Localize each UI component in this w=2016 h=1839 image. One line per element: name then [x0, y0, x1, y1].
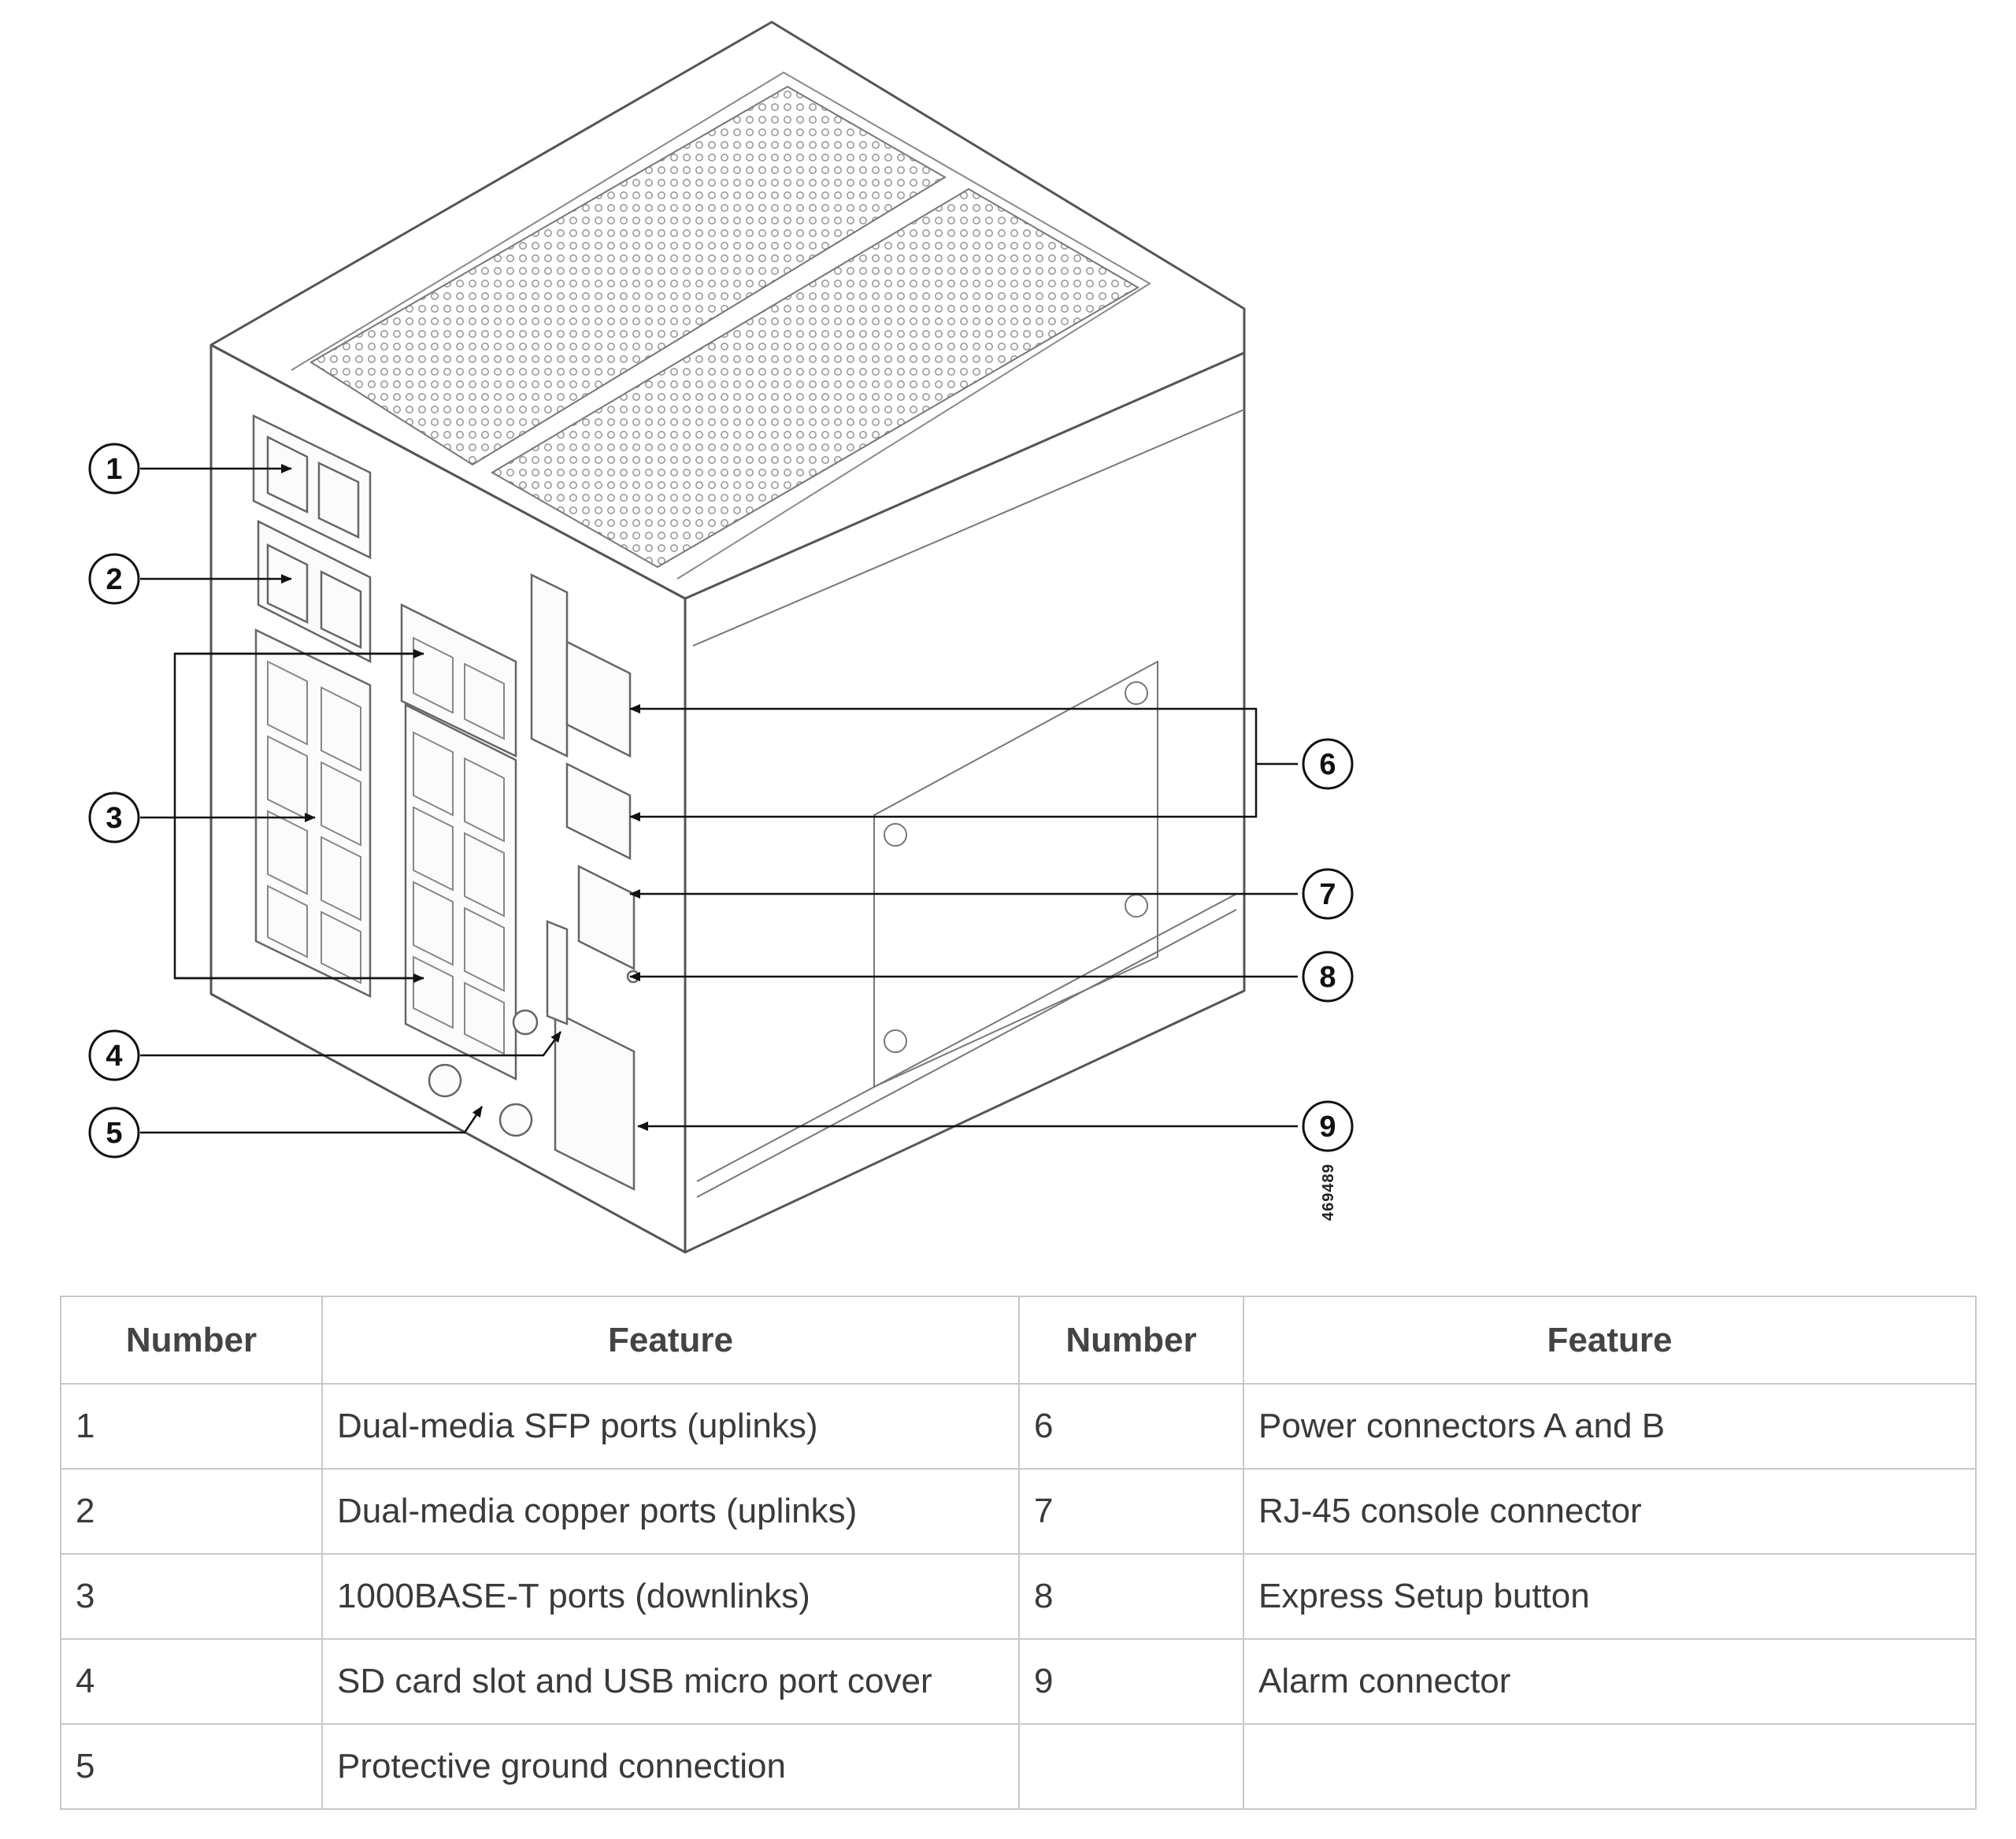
callouts: 1 2 3 4 5 6 7 8 9 — [88, 443, 1354, 1159]
top-vent — [291, 71, 1151, 580]
leader-lines — [140, 464, 1298, 1134]
switch-diagram: 1 2 3 4 5 6 7 8 9 — [88, 20, 1354, 1254]
feature-table: Number Feature Number Feature 1 Dual-med… — [60, 1296, 1977, 1810]
callout-circle — [88, 1107, 140, 1159]
cell-feature — [1243, 1723, 1977, 1810]
callout-7: 7 — [1319, 878, 1336, 911]
header-feature: Feature — [321, 1296, 1020, 1385]
cell-number: 9 — [1018, 1638, 1244, 1725]
cell-number: 8 — [1018, 1553, 1244, 1640]
cell-number: 3 — [60, 1553, 323, 1640]
cell-feature: Express Setup button — [1243, 1553, 1977, 1640]
cell-feature: Alarm connector — [1243, 1638, 1977, 1725]
callout-circle — [88, 792, 140, 843]
callout-circle — [1302, 738, 1354, 790]
front-ports — [252, 414, 640, 1192]
callout-8: 8 — [1319, 961, 1336, 994]
cell-number: 7 — [1018, 1468, 1244, 1555]
cell-feature: Protective ground connection — [321, 1723, 1020, 1810]
cell-feature: SD card slot and USB micro port cover — [321, 1638, 1020, 1725]
callout-circle — [1302, 868, 1354, 920]
callout-2: 2 — [106, 563, 122, 596]
cell-number: 6 — [1018, 1383, 1244, 1470]
table-row: 4 SD card slot and USB micro port cover … — [60, 1638, 1977, 1725]
cell-feature: RJ-45 console connector — [1243, 1468, 1977, 1555]
table-row: 3 1000BASE-T ports (downlinks) 8 Express… — [60, 1553, 1977, 1640]
callout-5: 5 — [106, 1117, 122, 1150]
callout-circle — [88, 553, 140, 605]
header-feature: Feature — [1243, 1296, 1977, 1385]
table-header-row: Number Feature Number Feature — [60, 1296, 1977, 1385]
cell-feature: Power connectors A and B — [1243, 1383, 1977, 1470]
callout-3: 3 — [106, 802, 122, 835]
callout-1: 1 — [106, 453, 122, 486]
callout-circle — [88, 1029, 140, 1081]
callout-circle — [88, 443, 140, 495]
cell-number: 1 — [60, 1383, 323, 1470]
table-row: 5 Protective ground connection — [60, 1723, 1977, 1810]
cell-feature: Dual-media SFP ports (uplinks) — [321, 1383, 1020, 1470]
side-panel — [692, 409, 1245, 1198]
cell-number: 4 — [60, 1638, 323, 1725]
callout-circle — [1302, 1100, 1354, 1152]
cell-number — [1018, 1723, 1244, 1810]
figure-id-label: 469489 — [1320, 1163, 1337, 1221]
cell-feature: Dual-media copper ports (uplinks) — [321, 1468, 1020, 1555]
cell-number: 2 — [60, 1468, 323, 1555]
callout-9: 9 — [1319, 1110, 1336, 1144]
header-number: Number — [1018, 1296, 1244, 1385]
table-row: 1 Dual-media SFP ports (uplinks) 6 Power… — [60, 1383, 1977, 1470]
header-number: Number — [60, 1296, 323, 1385]
table-row: 2 Dual-media copper ports (uplinks) 7 RJ… — [60, 1468, 1977, 1555]
callout-6: 6 — [1319, 748, 1336, 781]
cell-number: 5 — [60, 1723, 323, 1810]
cell-feature: 1000BASE-T ports (downlinks) — [321, 1553, 1020, 1640]
callout-circle — [1302, 951, 1354, 1003]
callout-4: 4 — [106, 1040, 122, 1073]
